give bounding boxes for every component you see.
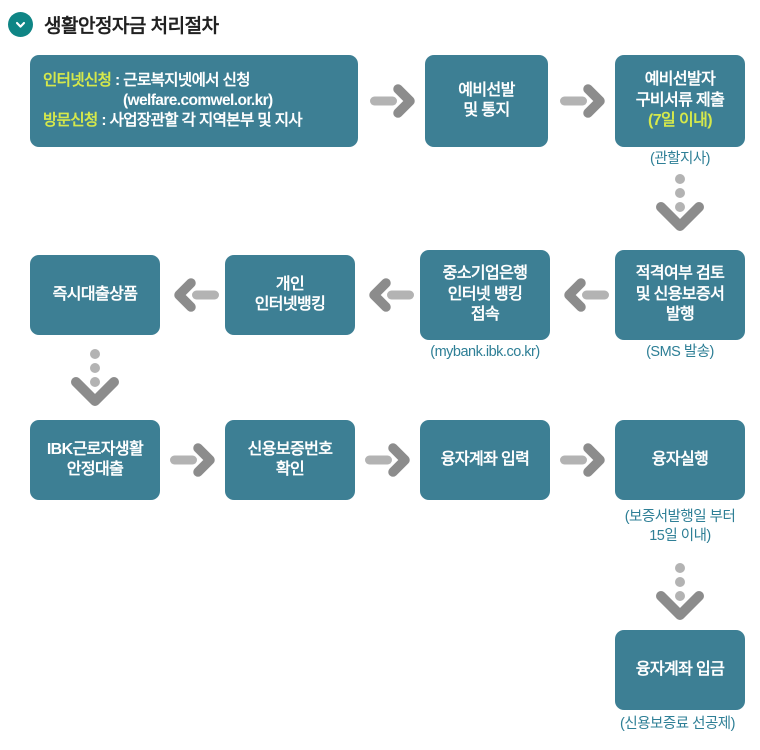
arrow-right-preselect-to-docs	[560, 84, 612, 118]
node-review-line1: 적격여부 검토	[635, 265, 725, 283]
page-header: 생활안정자금 처리절차	[0, 0, 760, 48]
arrow-right-apply-to-preselect	[370, 84, 422, 118]
node-docs-line1: 예비선발자	[644, 71, 716, 89]
dotted-arrow-down-instant-to-ibkloan	[67, 348, 123, 410]
application-visit-label: 방문신청	[43, 111, 98, 129]
arrow-right-account-to-loanexec	[560, 443, 612, 477]
node-review-line2: 및 신용보증서	[635, 285, 725, 303]
arrow-left-personal-to-instant	[167, 278, 219, 312]
node-ibk-worker-loan: IBK근로자생활 안정대출	[30, 420, 160, 500]
node-instant-loan-line1: 즉시대출상품	[52, 285, 138, 303]
node-guarantee-line2: 확인	[275, 461, 305, 478]
application-internet-text: : 근로복지넷에서 신청	[111, 72, 251, 90]
node-submit-documents: 예비선발자 구비서류 제출 (7일 이내)	[615, 55, 745, 147]
node-review-line3: 발행	[665, 306, 695, 324]
node-personal-banking-line1: 개인	[275, 275, 305, 293]
node-ibk-internet-banking-access: 중소기업은행 인터넷 뱅킹 접속	[420, 250, 550, 340]
node-loan-exec-line1: 융자실행	[651, 450, 709, 468]
node-account-input: 융자계좌 입력	[420, 420, 550, 500]
caption-mybank-url: (mybank.ibk.co.kr)	[430, 344, 540, 360]
arrow-left-ibkbank-to-personal	[362, 278, 414, 312]
caption-loan-exec-note-line1: (보증서발행일 부터	[624, 509, 736, 525]
node-instant-loan-product: 즉시대출상품	[30, 255, 160, 335]
node-loan-execution: 융자실행	[615, 420, 745, 500]
arrow-left-review-to-ibkbank	[557, 278, 609, 312]
node-ibk-loan-line1: IBK근로자생활	[46, 440, 144, 458]
application-visit-line: 방문신청 : 사업장관할 각 지역본부 및 지사	[43, 111, 358, 131]
node-ibk-loan-line2: 안정대출	[66, 461, 124, 478]
arrow-right-ibkloan-to-guarantee	[170, 443, 222, 477]
node-deposit-line1: 융자계좌 입금	[635, 660, 725, 678]
caption-deposit-note: (신용보증료 선공제)	[620, 716, 735, 732]
node-ibk-bank-line1: 중소기업은행	[442, 265, 528, 283]
application-internet-label: 인터넷신청	[43, 72, 112, 90]
dotted-arrow-down-loanexec-to-deposit	[652, 562, 708, 624]
node-preselect: 예비선발 및 통지	[425, 55, 548, 147]
node-ibk-bank-line3: 접속	[470, 306, 500, 324]
dotted-arrow-down-docs-to-review	[652, 173, 708, 235]
node-preselect-line1: 예비선발	[458, 81, 515, 99]
caption-loan-exec-note: (보증서발행일 부터 15일 이내)	[600, 508, 760, 546]
node-loan-deposit: 융자계좌 입금	[615, 630, 745, 710]
chevron-down-icon	[8, 11, 33, 37]
node-ibk-bank-line2: 인터넷 뱅킹	[447, 285, 523, 303]
caption-sms: (SMS 발송)	[646, 344, 714, 360]
application-visit-text: : 사업장관할 각 지역본부 및 지사	[97, 111, 303, 129]
node-account-input-line1: 융자계좌 입력	[440, 450, 530, 468]
node-personal-banking-line2: 인터넷뱅킹	[254, 296, 326, 313]
node-preselect-line2: 및 통지	[463, 102, 510, 119]
node-guarantee-number-check: 신용보증번호 확인	[225, 420, 355, 500]
node-docs-deadline: (7일 이내)	[648, 112, 713, 130]
caption-jurisdiction: (관할지사)	[649, 151, 711, 167]
node-eligibility-review: 적격여부 검토 및 신용보증서 발행	[615, 250, 745, 340]
node-guarantee-line1: 신용보증번호	[247, 440, 333, 458]
node-docs-line2: 구비서류 제출	[635, 91, 725, 109]
node-application-methods: 인터넷신청 : 근로복지넷에서 신청 (welfare.comwel.or.kr…	[30, 55, 358, 147]
caption-loan-exec-note-line2: 15일 이내)	[649, 527, 711, 544]
arrow-right-guarantee-to-account	[365, 443, 417, 477]
page-title: 생활안정자금 처리절차	[44, 15, 219, 37]
application-url: (welfare.comwel.or.kr)	[123, 92, 273, 110]
application-internet-line: 인터넷신청 : 근로복지넷에서 신청	[43, 71, 358, 91]
node-personal-internet-banking: 개인 인터넷뱅킹	[225, 255, 355, 335]
